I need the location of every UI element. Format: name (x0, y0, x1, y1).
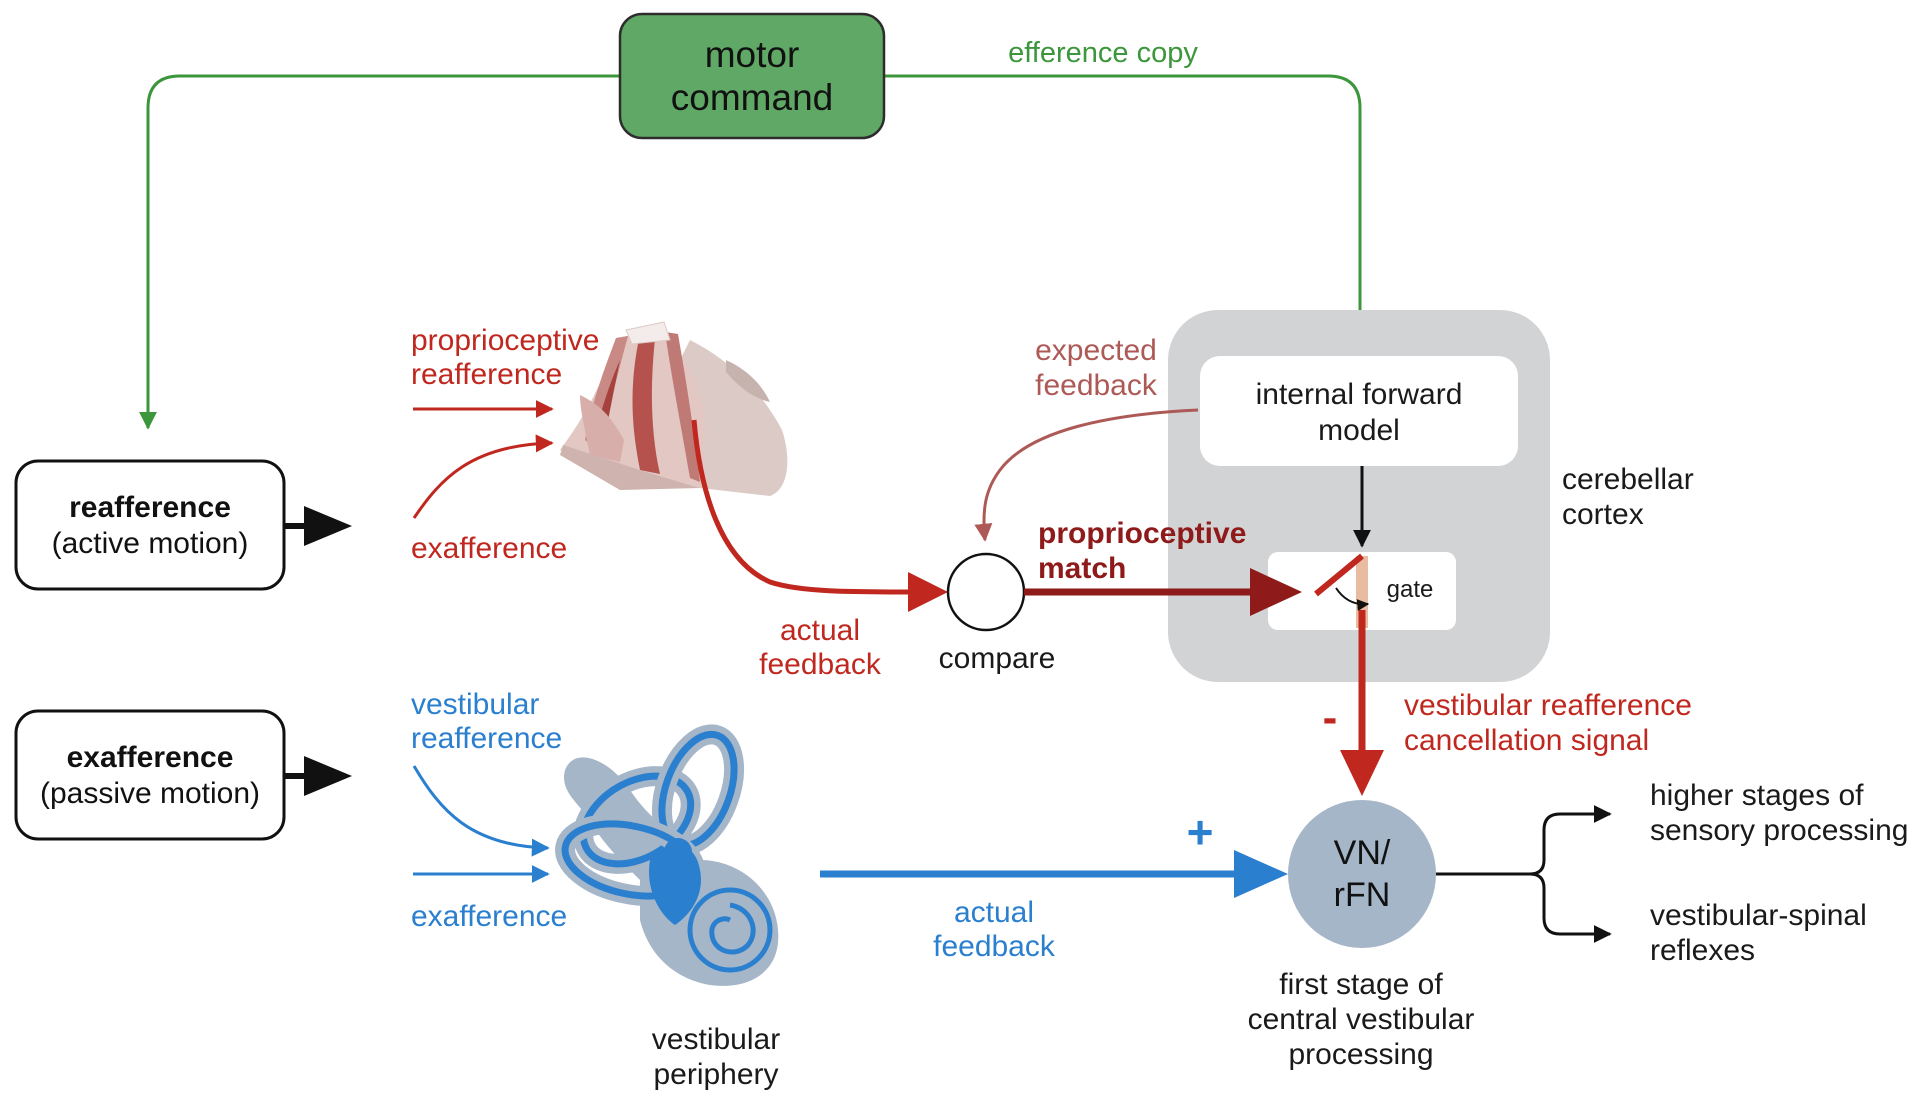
reflexes-label-1: vestibular-spinal (1650, 899, 1867, 932)
gate-switch-rotation-arrow (1335, 587, 1370, 612)
motor-command-box: motor command (618, 12, 886, 140)
exafference-title: exafference (67, 741, 234, 774)
proprioceptive-actual-feedback-arrowhead (908, 572, 948, 612)
expected-feedback-label-1: expected (1035, 334, 1157, 367)
proprioceptive-actual-feedback-label-2: feedback (759, 648, 882, 681)
exafference-box: exafference (passive motion) (14, 709, 286, 841)
proprioceptive-exafference-arrow (412, 434, 554, 519)
higher-stages-label-1: higher stages of (1650, 779, 1864, 812)
reafference-subtitle: (active motion) (52, 527, 249, 560)
cancellation-minus-sign: - (1323, 693, 1338, 742)
vestibular-actual-feedback-label-1: actual (954, 896, 1034, 929)
cerebellar-cortex-label-2: cortex (1562, 498, 1644, 531)
vestibular-exafference-label: exafference (411, 900, 567, 933)
efference-copy-arrow (884, 74, 1369, 356)
vestibulospinal-arrow (1529, 872, 1612, 943)
expected-feedback-label-2: feedback (1035, 369, 1158, 402)
expected-feedback-arrow (974, 408, 1199, 542)
reafference-box: reafference (active motion) (14, 459, 286, 591)
proprioceptive-match-arrowhead (1250, 568, 1302, 616)
reafference-out-arrowhead (304, 506, 352, 546)
reafference-title: reafference (69, 491, 231, 524)
inner-ear-illustration (555, 724, 779, 986)
neck-muscle-illustration (560, 321, 788, 496)
exafference-subtitle: (passive motion) (40, 777, 260, 810)
cancellation-signal-arrowhead (1340, 750, 1384, 796)
internal-model-label-1: internal forward (1256, 378, 1463, 411)
internal-model-label-2: model (1318, 414, 1400, 447)
vestibular-actual-feedback-arrowhead (1234, 850, 1288, 898)
vestibular-reafference-label-2: reafference (411, 722, 562, 755)
vestibular-plus-sign: + (1187, 806, 1214, 858)
vestibular-periphery-label-1: vestibular (652, 1023, 780, 1056)
motor-command-label-2: command (671, 77, 833, 118)
vestibular-actual-feedback-label-2: feedback (933, 930, 1056, 963)
first-stage-label-2: central vestibular (1248, 1003, 1475, 1036)
vestibular-reafference-label-1: vestibular (411, 688, 539, 721)
vestibular-reafference-arrow (412, 765, 550, 857)
vn-rfn-label-1: VN/ (1334, 834, 1391, 872)
motor-to-reafference-arrow (139, 74, 620, 430)
compare-label: compare (939, 642, 1056, 675)
proprioceptive-actual-feedback-line (691, 419, 915, 595)
cancellation-label-2: cancellation signal (1404, 724, 1649, 757)
proprioceptive-actual-feedback-label-1: actual (780, 614, 860, 647)
proprioceptive-reafference-label-2: reafference (411, 358, 562, 391)
internal-forward-model-box: internal forward model (1200, 356, 1518, 466)
proprioceptive-match-label-1: proprioceptive (1038, 517, 1246, 550)
reflexes-label-2: reflexes (1650, 934, 1755, 967)
first-stage-label-3: processing (1288, 1038, 1433, 1071)
higher-stages-label-2: sensory processing (1650, 814, 1908, 847)
exafference-out-arrowhead (304, 756, 352, 796)
gate-switch (1314, 553, 1364, 597)
vestibular-periphery-label-2: periphery (653, 1058, 778, 1091)
gate-label: gate (1387, 576, 1434, 603)
motor-command-label-1: motor (705, 34, 800, 75)
cerebellar-cortex-label-1: cerebellar (1562, 463, 1694, 496)
proprioceptive-match-label-2: match (1038, 552, 1126, 585)
first-stage-label-1: first stage of (1279, 968, 1443, 1001)
compare-node (946, 552, 1026, 632)
efference-copy-label: efference copy (1008, 37, 1198, 69)
cancellation-label-1: vestibular reafference (1404, 689, 1692, 722)
higher-stages-arrow (1529, 805, 1612, 876)
vn-rfn-node (1288, 800, 1436, 948)
proprioceptive-exafference-label: exafference (411, 532, 567, 565)
vn-rfn-label-2: rFN (1334, 876, 1391, 914)
proprioceptive-reafference-label-1: proprioceptive (411, 324, 599, 357)
